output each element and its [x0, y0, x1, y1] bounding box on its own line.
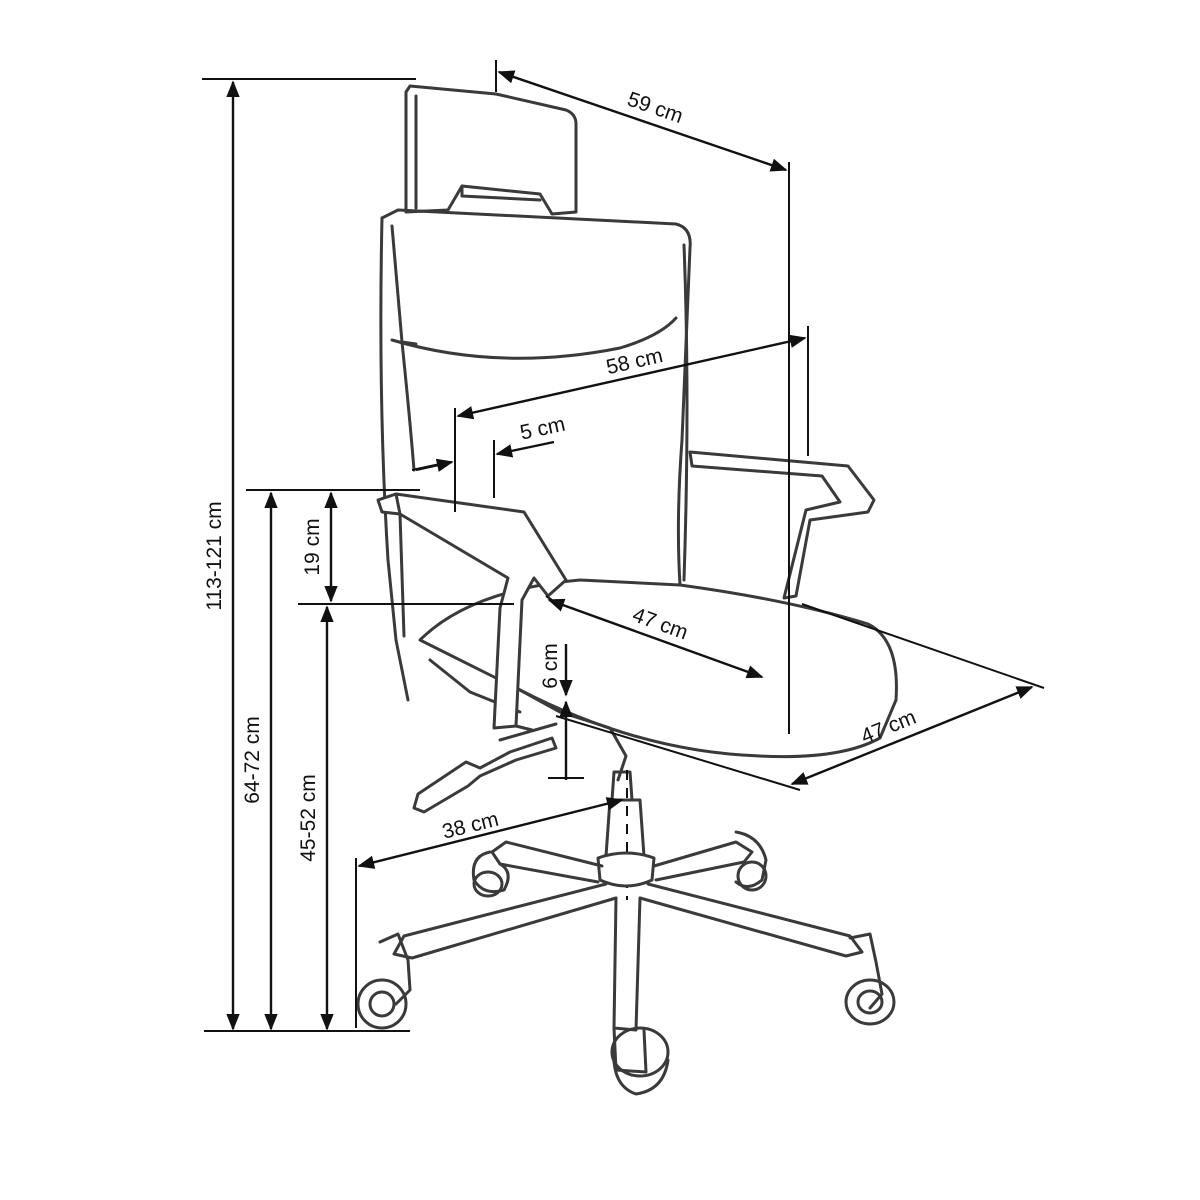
seat-depth-inner-label: 47 cm [629, 603, 691, 644]
extension-lines [202, 60, 1045, 1032]
left-armrest [376, 492, 568, 730]
left-armrest-detail [394, 492, 534, 732]
chair-drawing [356, 84, 898, 1096]
seat-width-dimension [790, 685, 1034, 786]
total-height-label: 113-121 cm [203, 501, 226, 610]
side-depth-arrow-left [415, 458, 454, 472]
caster-front-left [356, 932, 412, 1030]
caster-back-left [471, 850, 510, 898]
seat-depth-inner-dimension [547, 598, 764, 679]
armrest-above-seat-label: 19 cm [301, 518, 324, 575]
caster-front [610, 1026, 670, 1096]
side-depth-label: 5 cm [518, 413, 567, 445]
height-lever [412, 736, 558, 814]
backrest-left-edge [379, 216, 410, 702]
base-hub [596, 851, 656, 888]
base-radius-dimension [357, 797, 624, 869]
base-leg-front-right [638, 882, 864, 958]
seat-lower-edge [518, 688, 628, 782]
base-leg-front [612, 896, 642, 1032]
base-leg-front-left [392, 882, 618, 960]
right-armrest [688, 450, 876, 600]
seat-thickness-label: 6 cm [539, 643, 562, 689]
gas-cylinder-top [610, 770, 634, 802]
top-width-dimension [497, 70, 788, 172]
backrest-side-band [390, 224, 418, 472]
top-width-label: 59 cm [624, 88, 686, 128]
gas-cylinder [604, 798, 646, 858]
seat-width-label: 47 cm [858, 706, 920, 749]
seat-height-label: 45-52 cm [297, 774, 320, 862]
headrest [404, 84, 578, 216]
caster-front-right [844, 932, 896, 1026]
caster-back-right [734, 830, 768, 892]
headrest-inner [414, 94, 542, 210]
side-depth-arrow-right [495, 440, 555, 458]
base-leg-right [652, 840, 754, 882]
back-width-dimension [456, 334, 807, 420]
backrest [380, 208, 692, 587]
seat [418, 578, 898, 759]
armrest-height-label: 64-72 cm [241, 716, 264, 804]
